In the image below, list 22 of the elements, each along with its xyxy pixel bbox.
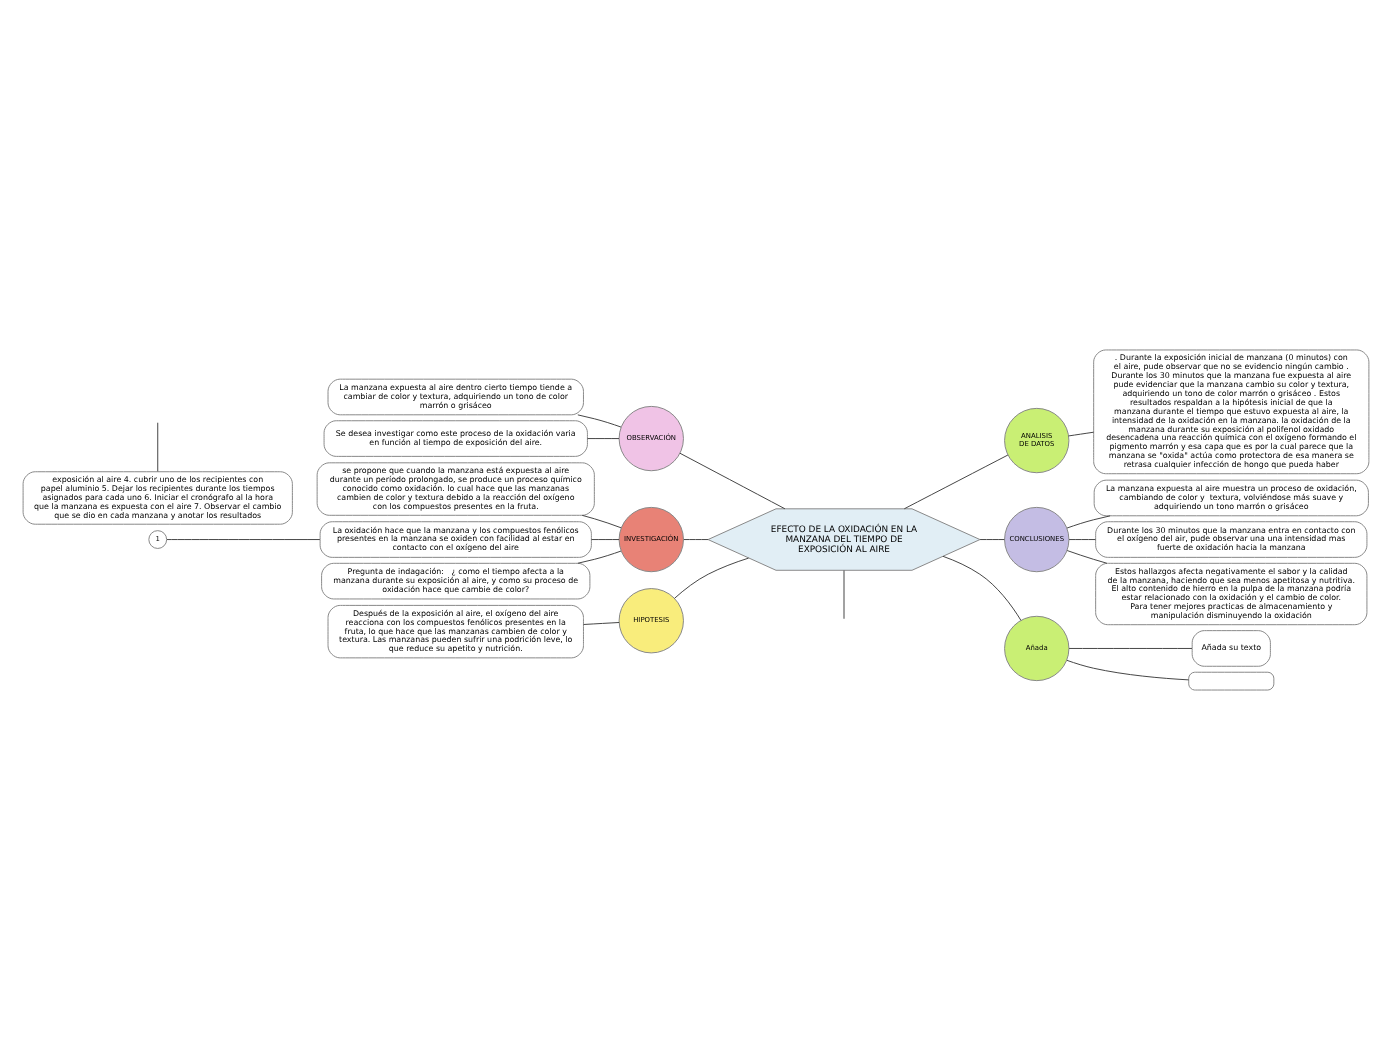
connector: [581, 514, 622, 529]
connector: [1068, 647, 1193, 649]
connector: [1068, 431, 1095, 437]
connector: [577, 414, 622, 428]
connector: [1066, 550, 1108, 564]
connector: [979, 539, 1005, 541]
connector: [942, 555, 1022, 621]
connector: [586, 438, 620, 440]
connector: [674, 557, 750, 599]
connector: [1066, 515, 1111, 529]
connector: [166, 539, 321, 541]
connector: [577, 550, 622, 564]
connector: [157, 422, 159, 472]
connector: [1068, 539, 1097, 541]
connector: [843, 570, 845, 620]
connector: [590, 539, 620, 541]
connector: [679, 452, 786, 510]
connector: [683, 539, 709, 541]
connector: [583, 622, 620, 625]
connector: [1066, 659, 1190, 681]
node-box: [1188, 671, 1275, 691]
connector: [903, 454, 1009, 510]
